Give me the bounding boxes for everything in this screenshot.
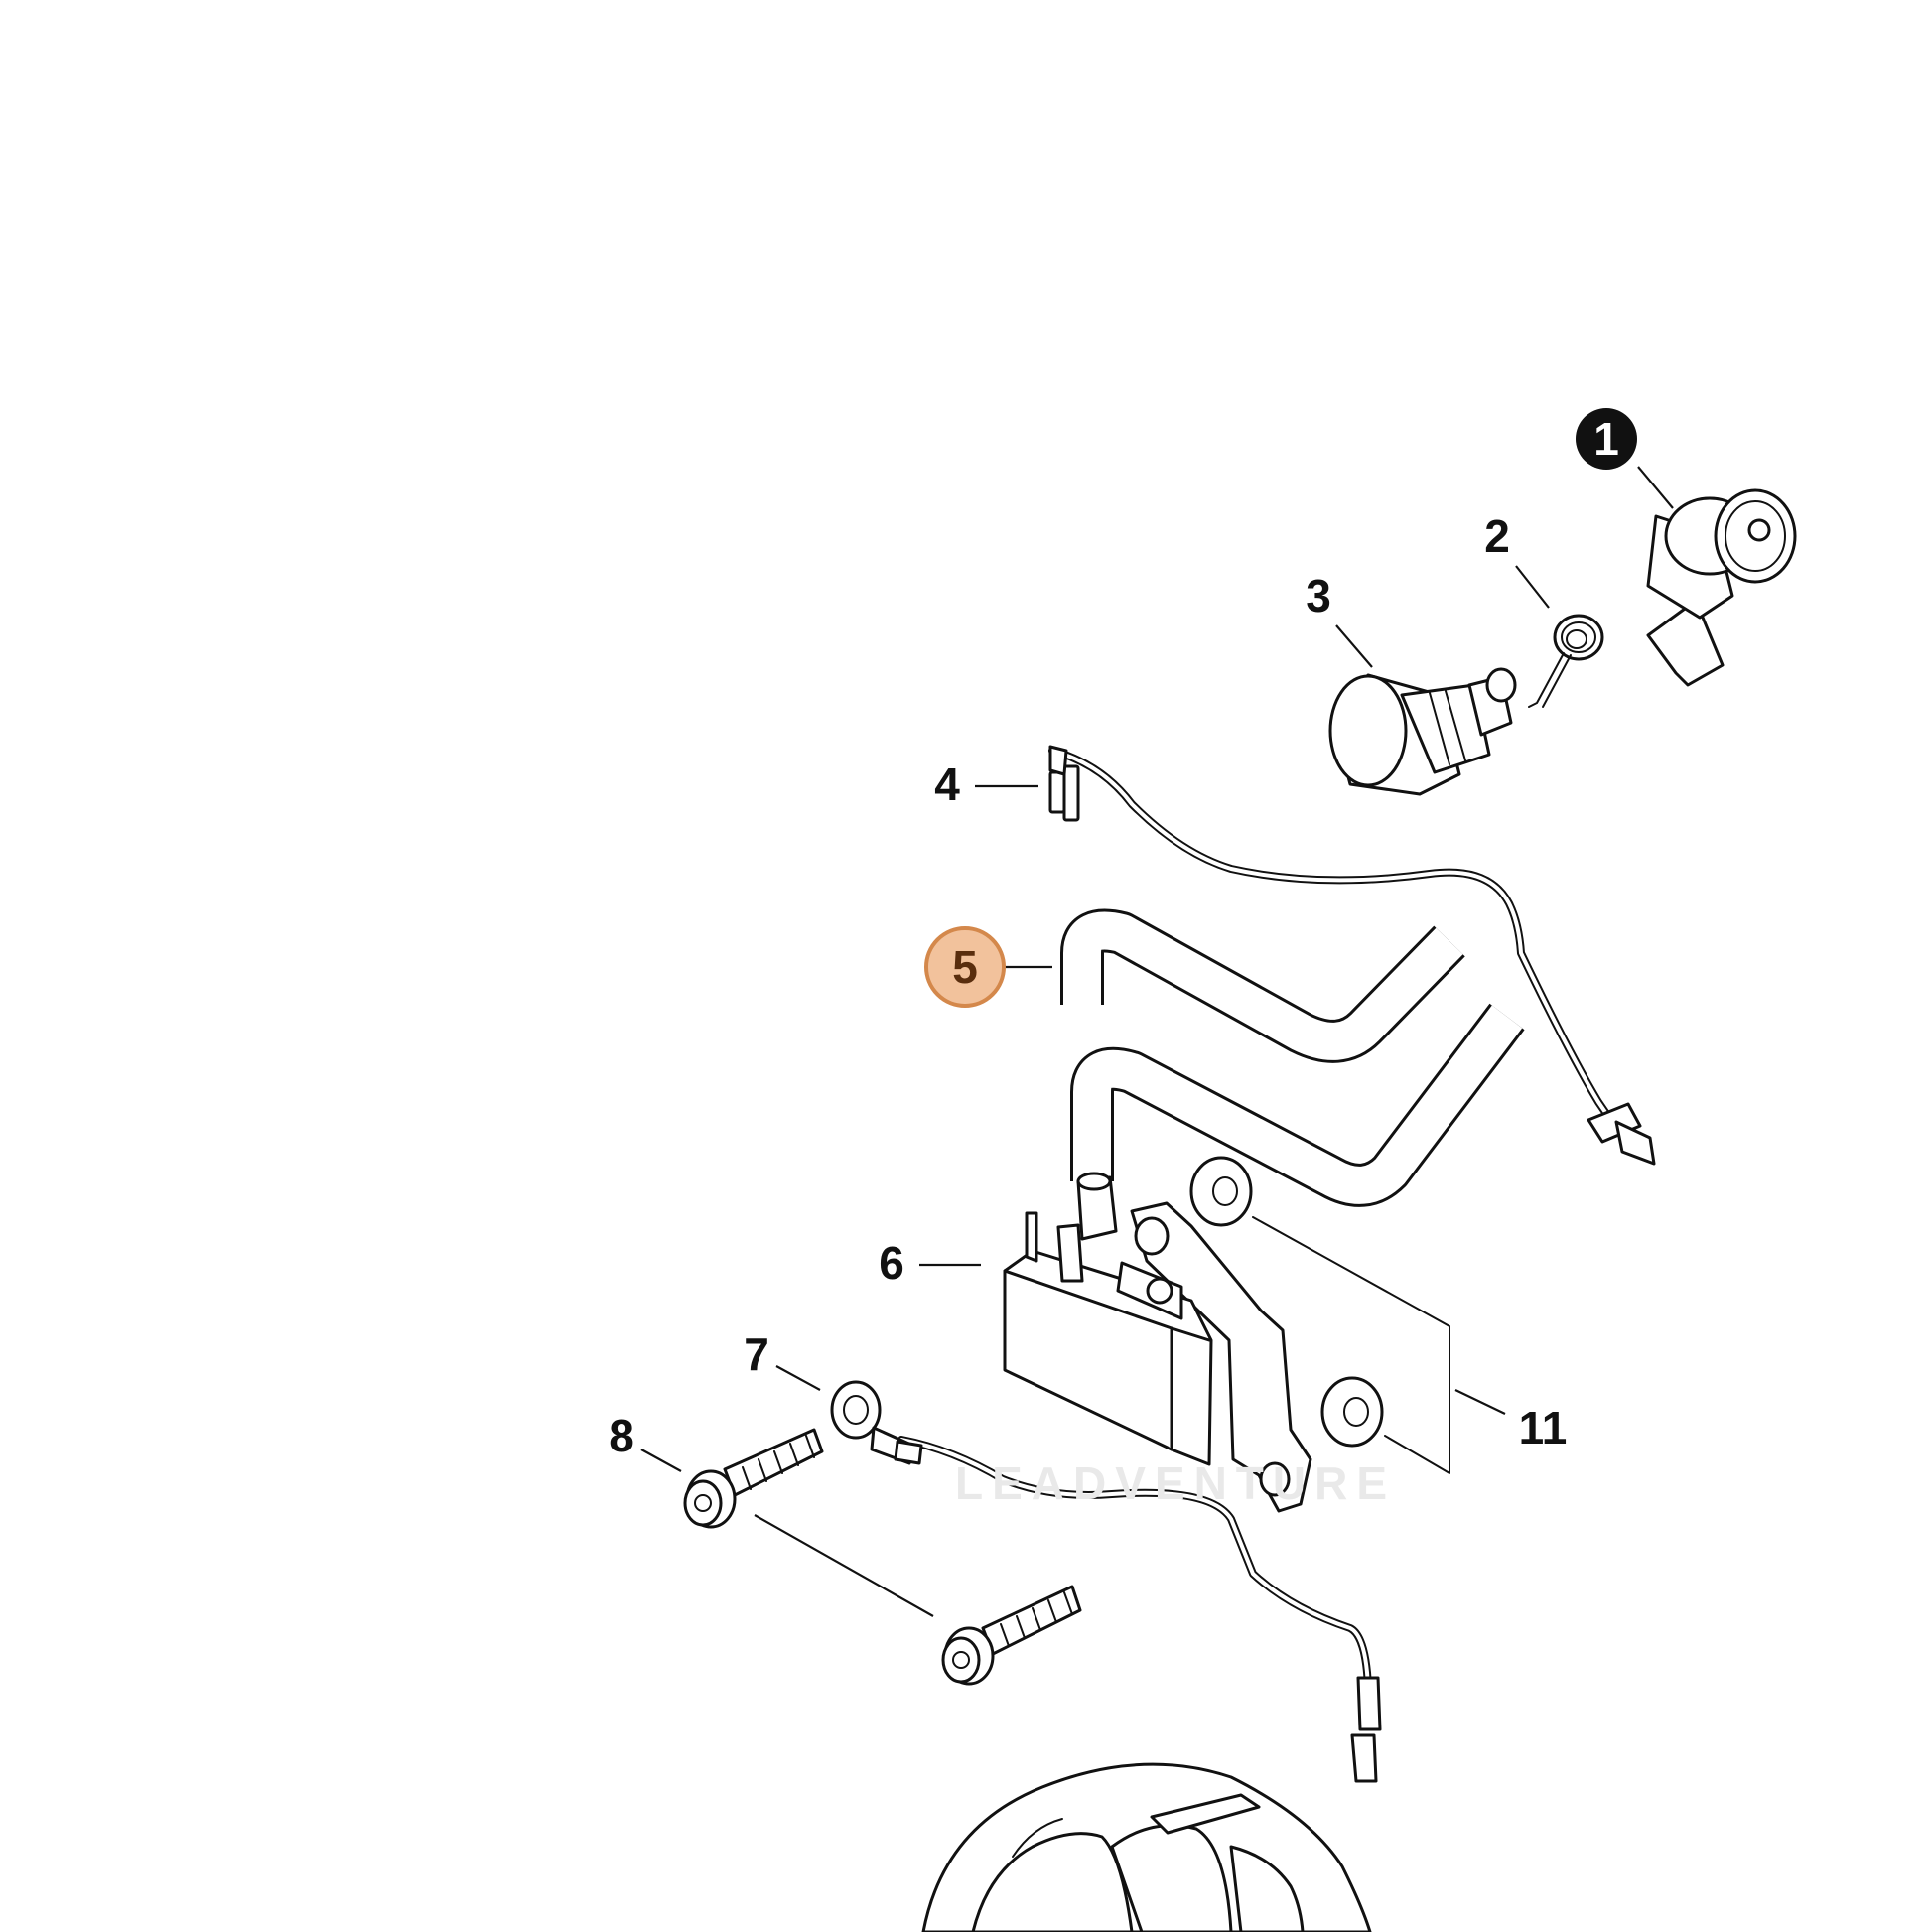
callout-1-badge	[1576, 408, 1637, 470]
callout-11[interactable]: 11	[1519, 1402, 1568, 1453]
flywheel-partial	[921, 1762, 1372, 1932]
callout-11-label: 11	[1519, 1402, 1568, 1453]
part-4-short-circuit-wire[interactable]	[1048, 745, 1656, 1166]
callout-1[interactable]: 1	[1576, 408, 1637, 470]
part-8-screw-lower[interactable]	[941, 1585, 1082, 1686]
part-8-screw-upper[interactable]	[683, 1428, 824, 1529]
callout-1-label: 1	[1593, 413, 1619, 465]
callout-8-label: 8	[609, 1410, 634, 1461]
part-3-push-button[interactable]	[1328, 667, 1517, 796]
callout-2[interactable]: 2	[1484, 510, 1510, 562]
callout-3-label: 3	[1306, 570, 1331, 621]
callout-6[interactable]: 6	[879, 1237, 904, 1289]
callout-8[interactable]: 8	[609, 1410, 634, 1461]
callout-7-label: 7	[744, 1328, 769, 1380]
callout-5[interactable]: 5	[924, 926, 1006, 1008]
callout-6-label: 6	[879, 1237, 904, 1289]
part-7-ground-wire[interactable]	[830, 1380, 1382, 1783]
part-1-switch-shaft[interactable]	[1646, 488, 1797, 687]
callout-3[interactable]: 3	[1306, 570, 1331, 621]
part-5-ignition-lead[interactable]	[1060, 908, 1525, 1207]
callout-7[interactable]: 7	[744, 1328, 769, 1380]
callout-2-label: 2	[1484, 510, 1510, 562]
part-6-ignition-module[interactable]	[1003, 1172, 1312, 1513]
callout-5-label: 5	[952, 941, 978, 993]
callout-4-label: 4	[934, 759, 960, 810]
part-11-plate-outline	[1252, 1216, 1450, 1474]
watermark-text: LEADVENTURE	[955, 1457, 1396, 1509]
leader-lines	[640, 466, 1674, 1617]
callout-5-highlight-badge	[924, 926, 1006, 1008]
part-2-torsion-spring[interactable]	[1528, 614, 1604, 708]
callout-4[interactable]: 4	[934, 759, 960, 810]
part-11-spacer-sleeves[interactable]	[1189, 1156, 1384, 1448]
